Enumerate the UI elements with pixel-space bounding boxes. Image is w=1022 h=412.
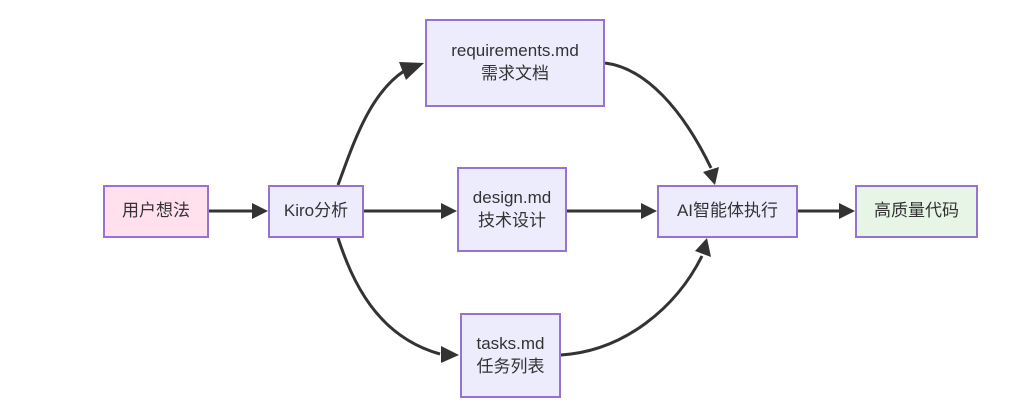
node-requirements-md[interactable]: requirements.md 需求文档 (425, 19, 605, 107)
node-design-md-subtitle: 技术设计 (478, 210, 546, 230)
node-design-md[interactable]: design.md 技术设计 (457, 167, 567, 252)
edge-kiro-to-requirements (336, 62, 424, 186)
node-ai-agent-execution[interactable]: AI智能体执行 (657, 185, 798, 238)
node-requirements-md-title: requirements.md (451, 41, 579, 61)
node-requirements-md-subtitle: 需求文档 (481, 64, 549, 83)
node-tasks-md[interactable]: tasks.md 任务列表 (460, 313, 561, 398)
node-kiro-analysis-label: Kiro分析 (283, 201, 349, 221)
node-tasks-md-subtitle: 任务列表 (476, 356, 545, 376)
edge-kiro-to-tasks (336, 237, 459, 363)
edge-design-to-agent (567, 203, 657, 219)
node-design-md-title: design.md (472, 187, 552, 207)
edge-agent-to-code (798, 203, 855, 219)
edge-tasks-to-agent (560, 238, 711, 357)
node-high-quality-code-label: 高质量代码 (874, 201, 959, 221)
edge-requirements-to-agent (604, 61, 719, 185)
edge-idea-to-kiro (209, 203, 268, 219)
node-ai-agent-execution-label: AI智能体执行 (676, 201, 779, 221)
node-user-idea-label: 用户想法 (122, 201, 190, 221)
node-user-idea[interactable]: 用户想法 (103, 185, 209, 238)
node-kiro-analysis[interactable]: Kiro分析 (268, 185, 364, 238)
edge-kiro-to-design (364, 203, 457, 219)
node-high-quality-code[interactable]: 高质量代码 (855, 185, 978, 238)
node-tasks-md-title: tasks.md (476, 333, 545, 353)
